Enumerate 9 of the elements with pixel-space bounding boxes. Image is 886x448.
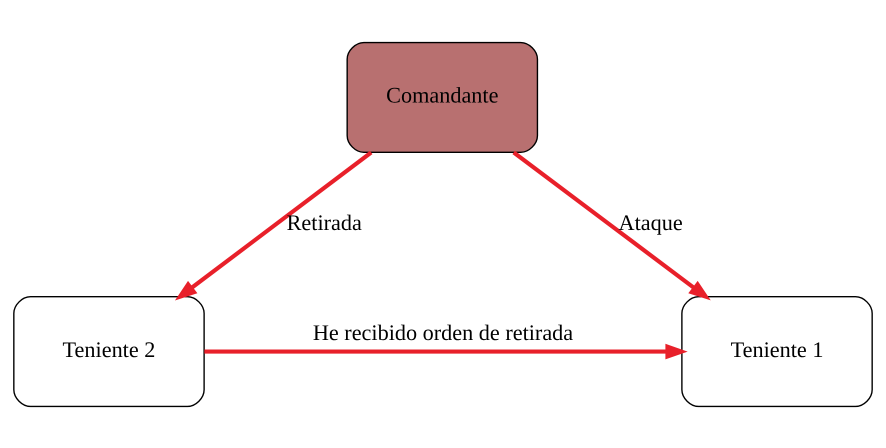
edge-label: He recibido orden de retirada bbox=[312, 320, 574, 345]
node-box: Teniente 1 bbox=[681, 296, 873, 407]
node-box: Comandante bbox=[346, 41, 538, 152]
arrow bbox=[204, 343, 688, 359]
edge-label: Retirada bbox=[286, 209, 362, 234]
edge-label: Ataque bbox=[618, 209, 683, 234]
arrow bbox=[512, 150, 711, 300]
node-box: Teniente 2 bbox=[13, 296, 205, 407]
arrow bbox=[174, 150, 372, 300]
